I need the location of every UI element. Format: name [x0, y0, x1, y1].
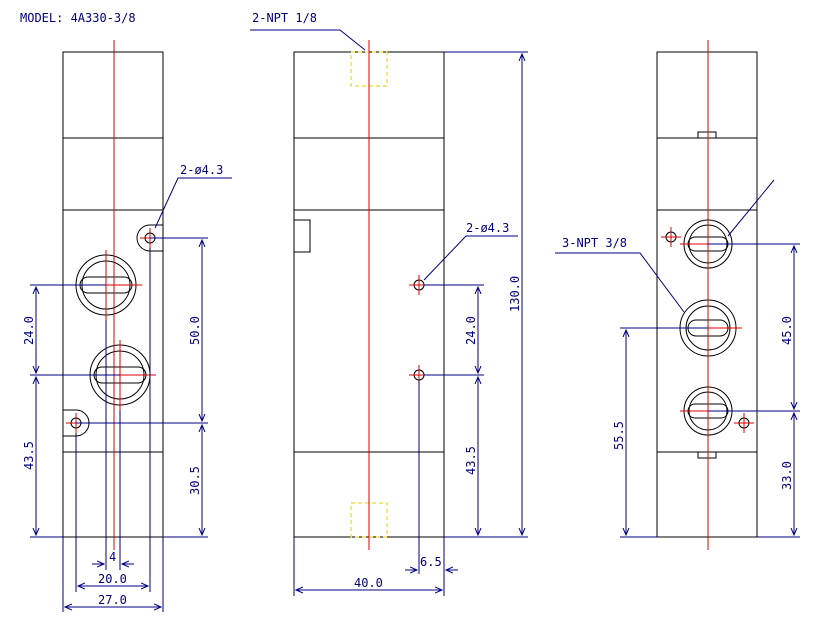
- side-npt-callout: 2-NPT 1/8: [252, 11, 317, 25]
- side-view: 2-NPT 1/8 2-ø4.3 130.0 24.0 43.5 6.5 40.…: [250, 11, 528, 596]
- front-dim-30-5: 30.5: [188, 466, 202, 495]
- right-tab-bottom: [697, 451, 717, 459]
- right-dim-45: 45.0: [780, 316, 794, 345]
- front-dim-4: 4: [109, 550, 116, 564]
- front-dim-24: 24.0: [22, 316, 36, 345]
- side-dim-130: 130.0: [508, 276, 522, 312]
- right-npt-leader: [555, 252, 685, 313]
- right-npt-callout: 3-NPT 3/8: [562, 236, 627, 250]
- front-body-outline: [62, 51, 164, 538]
- front-view: 2-ø4.3 24.0 43.5 50.0 30.5 4 20.0 27.0: [22, 40, 232, 612]
- front-dim-50: 50.0: [188, 316, 202, 345]
- right-dim-55-5: 55.5: [612, 421, 626, 450]
- model-label: MODEL: 4A330-3/8: [20, 11, 136, 25]
- right-dim-33: 33.0: [780, 461, 794, 490]
- right-view: 3-NPT 3/8 55.5 45.0 33.0: [555, 40, 800, 550]
- side-hole-leader: [423, 235, 518, 281]
- side-npt-leader: [250, 29, 366, 51]
- right-tab-top: [697, 131, 717, 139]
- side-dim-24: 24.0: [464, 316, 478, 345]
- front-dim-27: 27.0: [98, 593, 127, 607]
- side-dim-43-5: 43.5: [464, 446, 478, 475]
- side-dim-6-5: 6.5: [420, 555, 442, 569]
- front-dim-43-5: 43.5: [22, 441, 36, 470]
- right-npt-leader-upper: [727, 179, 775, 237]
- front-hole-leader: [154, 177, 232, 229]
- side-manual-button: [293, 219, 311, 253]
- right-body-outline: [656, 51, 758, 538]
- front-dim-20: 20.0: [98, 572, 127, 586]
- front-mount-lug-upper: [136, 224, 163, 252]
- front-hole-callout: 2-ø4.3: [180, 163, 223, 177]
- side-dim-40: 40.0: [354, 576, 383, 590]
- side-hole-callout: 2-ø4.3: [466, 221, 509, 235]
